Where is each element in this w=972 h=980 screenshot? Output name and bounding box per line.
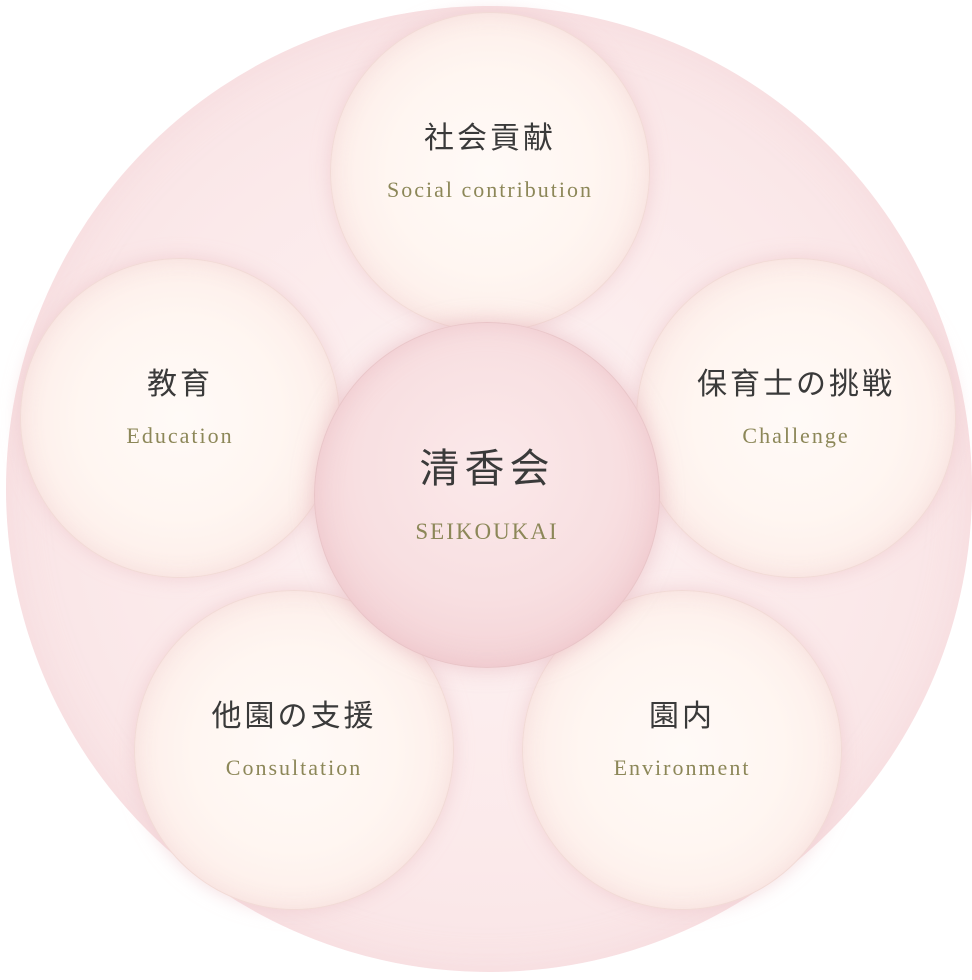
node-education: 教育 Education <box>20 258 340 578</box>
node-title-jp: 園内 <box>649 699 715 734</box>
node-title-jp: 保育士の挑戦 <box>697 367 895 402</box>
node-title-jp: 教育 <box>147 367 213 402</box>
center-title-jp: 清香会 <box>419 446 555 492</box>
node-social-contribution: 社会貢献 Social contribution <box>330 12 650 332</box>
node-challenge: 保育士の挑戦 Challenge <box>636 258 956 578</box>
node-title-jp: 他園の支援 <box>211 699 377 734</box>
center-title-en: SEIKOUKAI <box>415 519 559 544</box>
node-title-en: Consultation <box>225 755 363 780</box>
node-title-jp: 社会貢献 <box>424 121 556 156</box>
center-node-seikoukai: 清香会 SEIKOUKAI <box>314 322 660 668</box>
node-title-en: Environment <box>613 755 751 780</box>
node-title-en: Social contribution <box>386 177 594 202</box>
node-title-en: Challenge <box>742 423 850 448</box>
node-title-en: Education <box>126 423 234 448</box>
